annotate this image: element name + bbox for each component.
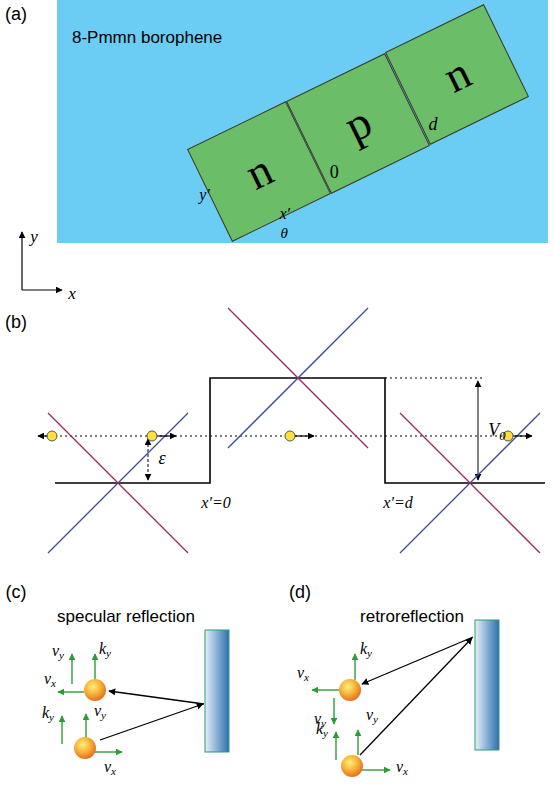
borophene-sheet: 8-Pmmn borophene n p n (57, 0, 548, 243)
region-type: n (436, 49, 477, 100)
velocity-label: vx (44, 671, 56, 690)
retroreflection-sketch (312, 620, 499, 777)
axis-label: y′ (199, 187, 210, 203)
velocity-label: vx (104, 759, 116, 778)
region-type: p (338, 97, 379, 148)
velocity-label: vy (94, 703, 106, 722)
barrier-height: V0 (488, 421, 505, 442)
material-label: 8-Pmmn borophene (72, 28, 222, 48)
velocity-label: vy (366, 707, 378, 726)
panel-label: (d) (289, 583, 311, 601)
interface-label: x′=d (383, 495, 412, 511)
interface-label: x′=0 (201, 495, 230, 511)
velocity-label: vx (396, 759, 408, 778)
panel-title: specular reflection (57, 608, 195, 625)
wavevector-label: ky (316, 721, 328, 740)
wavevector-label: ky (360, 641, 372, 660)
region-type: n (239, 146, 280, 197)
xy-axes (22, 232, 62, 290)
axis-label: x (68, 285, 76, 302)
axis-label: x′ (279, 206, 290, 222)
velocity-label: vy (52, 643, 64, 662)
panel-label: (b) (5, 313, 27, 331)
panel-label: (a) (5, 5, 27, 23)
wavevector-label: ky (42, 705, 54, 724)
angle-label: θ (281, 225, 288, 240)
specular-sketch (58, 630, 229, 759)
wavevector-label: ky (99, 641, 111, 660)
axis-label: y (30, 228, 38, 245)
energy-label: ε (158, 449, 165, 467)
panel-label: (c) (6, 583, 27, 601)
potential-profile (38, 308, 545, 553)
velocity-label: vx (297, 665, 309, 684)
position-mark: d (429, 115, 438, 133)
position-mark: 0 (330, 163, 339, 181)
panel-title: retroreflection (360, 608, 464, 625)
